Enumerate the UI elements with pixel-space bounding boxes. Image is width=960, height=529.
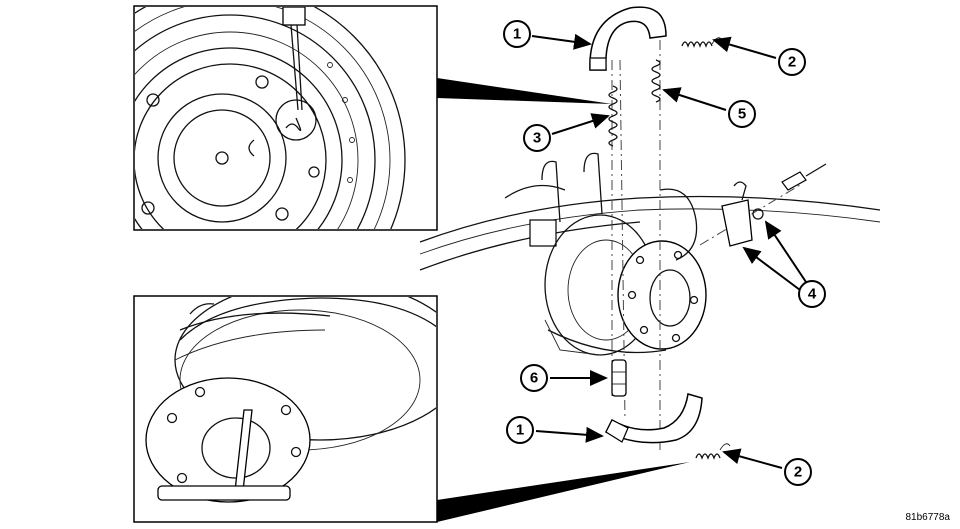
upper-brake-shoe (589, 6, 667, 71)
callout-1-bottom: 1 (506, 416, 604, 444)
lower-brake-shoe (604, 393, 703, 444)
callout-label: 2 (794, 464, 802, 481)
callout-6: 6 (520, 364, 608, 392)
adjuster-6 (611, 359, 627, 397)
figure-id: 81b6778a (905, 512, 951, 523)
callout-label: 3 (533, 130, 541, 147)
spring-3 (608, 85, 618, 147)
callout-1-top: 1 (503, 20, 592, 50)
detail-inset-top (133, 5, 438, 231)
callout-label: 2 (788, 54, 796, 71)
callout-2-top: 2 (712, 36, 806, 76)
callout-label: 6 (530, 370, 538, 387)
callout-2-bottom: 2 (722, 448, 812, 486)
main-assembly (419, 6, 881, 460)
callout-label: 4 (808, 286, 817, 303)
detail-inset-bottom (133, 295, 438, 523)
inset-pointer-bottom (437, 462, 690, 522)
spring-2-lower (695, 443, 731, 460)
callout-label: 1 (513, 26, 521, 43)
callout-label: 1 (516, 422, 524, 439)
spring-5 (651, 59, 661, 103)
callout-3: 3 (523, 113, 610, 152)
callout-label: 5 (738, 106, 746, 123)
lever-assembly-4 (721, 163, 827, 247)
callout-5: 5 (662, 87, 756, 128)
callout-4: 4 (742, 220, 826, 308)
spring-2-upper (681, 37, 723, 48)
inset-pointer-top (437, 78, 612, 104)
